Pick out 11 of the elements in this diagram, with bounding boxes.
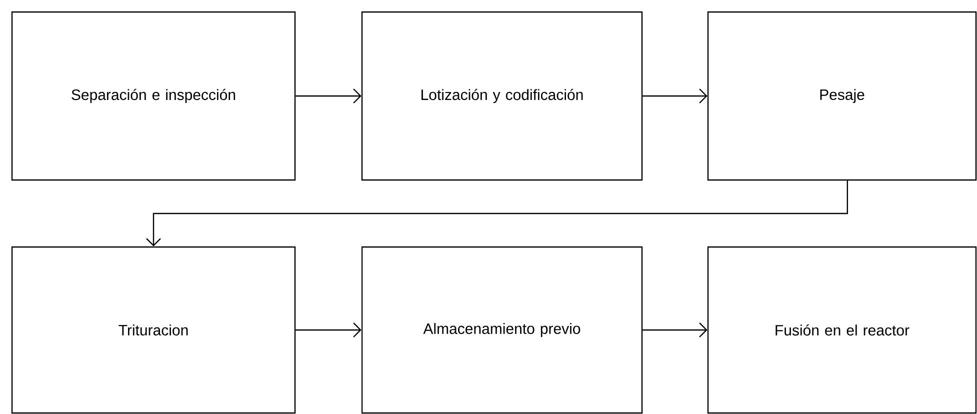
process-box: Trituracion <box>11 246 296 414</box>
process-box: Pesaje <box>707 11 977 181</box>
arrow <box>146 180 848 246</box>
arrow <box>296 88 362 104</box>
process-box: Separación e inspección <box>11 11 296 181</box>
process-box: Lotización y codificación <box>361 11 643 181</box>
arrow <box>296 322 362 338</box>
arrow <box>642 322 708 338</box>
process-box: Fusión en el reactor <box>707 246 977 414</box>
arrow <box>642 88 708 104</box>
process-box: Almacenamiento previo <box>361 246 643 414</box>
